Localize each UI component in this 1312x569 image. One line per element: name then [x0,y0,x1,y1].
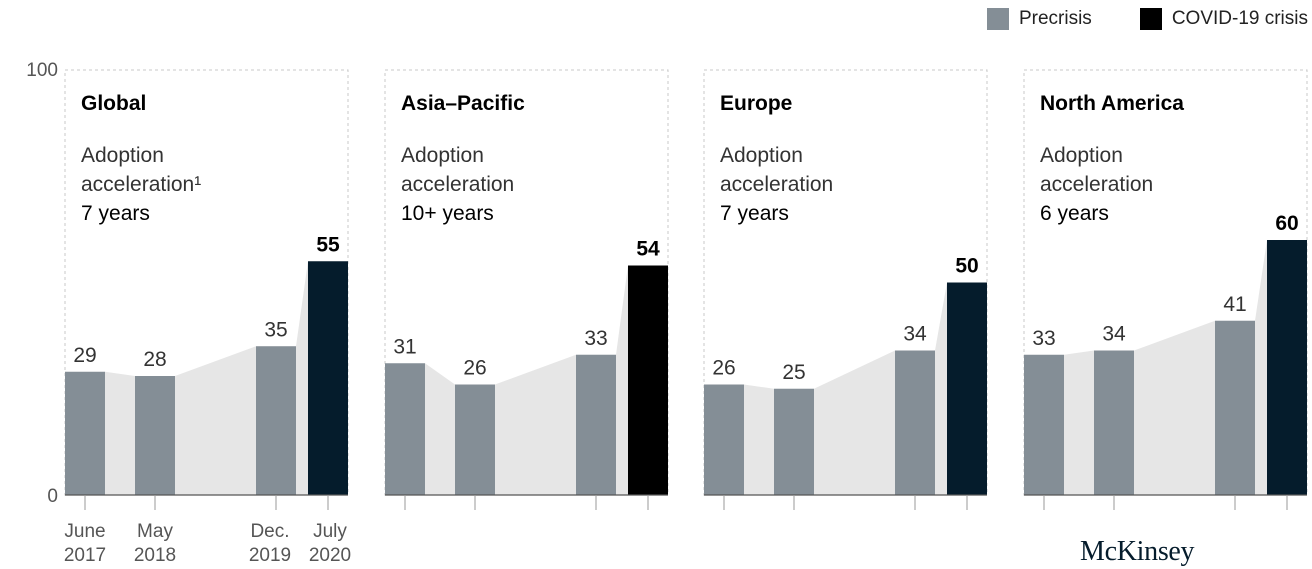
panel-4-highlight: 6 years [1040,202,1109,225]
panel-2-data-label-3: 33 [584,327,607,350]
legend-label-precrisis: Precrisis [1018,8,1092,29]
panel-3-highlight: 7 years [720,202,789,225]
panel-1-highlight: 7 years [81,202,150,225]
panel-1-data-label-1: 29 [73,344,96,367]
panel-1-data-label-3: 35 [264,318,287,341]
x-tick-label-year-1: 2017 [64,545,106,566]
panel-3-data-label-1: 26 [712,357,735,380]
x-tick-label-year-2: 2018 [134,545,176,566]
panel-4-subtitle-line-1: Adoption [1040,144,1123,167]
panel-4-bar-2 [1094,350,1134,495]
panel-2-bar-4 [628,265,668,495]
panel-2-bar-3 [576,354,616,495]
panel-3-data-label-4: 50 [955,255,978,278]
panel-1-data-label-4: 55 [316,233,340,256]
y-tick-label-max: 100 [26,60,58,81]
panel-1-bar-1 [65,371,105,495]
legend: Precrisis COVID-19 crisis [986,8,1308,30]
panel-4-bar-1 [1024,354,1064,495]
x-tick-label-month-4: July [313,521,347,542]
panel-2-data-label-4: 54 [636,238,660,261]
panel-2-title: Asia–Pacific [401,92,525,115]
panel-1-subtitle-line-1: Adoption [81,144,164,167]
panel-4-bar-3 [1215,320,1255,495]
panel-4-data-label-1: 33 [1032,327,1055,350]
x-tick-label-month-1: June [64,521,105,542]
legend-swatch-covid [1139,8,1162,30]
panel-2-highlight: 10+ years [401,202,494,225]
panel-4-title: North America [1040,92,1184,115]
panel-3-bar-2 [774,388,814,495]
panel-3-subtitle-line-1: Adoption [720,144,803,167]
panel-1-title: Global [81,92,146,115]
x-tick-label-year-4: 2020 [309,545,351,566]
panel-2-subtitle-line-2: acceleration [401,173,514,196]
panel-4-data-label-3: 41 [1223,293,1246,316]
panel-3-subtitle-line-2: acceleration [720,173,833,196]
panel-1-bar-4 [308,261,348,495]
legend-item-precrisis: Precrisis [986,8,1092,30]
panel-2-bar-1 [385,363,425,495]
legend-item-covid: COVID-19 crisis [1139,8,1308,30]
panel-1-bar-3 [256,346,296,495]
panel-4-data-label-2: 34 [1102,323,1126,346]
panel-3-title: Europe [720,92,792,115]
panel-2-bar-2 [455,384,495,495]
brand-logo: McKinsey [1080,536,1195,567]
panel-1-subtitle-line-2: acceleration¹ [81,173,201,196]
x-tick-label-month-3: Dec. [250,521,289,542]
panel-3-bar-3 [895,350,935,495]
panel-2-subtitle-line-1: Adoption [401,144,484,167]
x-tick-label-year-3: 2019 [249,545,291,566]
panel-4-subtitle-line-2: acceleration [1040,173,1153,196]
legend-label-covid: COVID-19 crisis [1171,8,1308,29]
panel-4-data-label-4: 60 [1275,212,1298,235]
panel-3-bar-1 [704,384,744,495]
panel-2-data-label-1: 31 [393,335,416,358]
x-tick-label-month-2: May [137,521,173,542]
panel-1-data-label-2: 28 [143,348,166,371]
panel-3-bar-4 [947,282,987,495]
panel-2-data-label-2: 26 [463,357,486,380]
panel-1-bar-2 [135,376,175,495]
y-tick-label-min: 0 [47,486,58,507]
legend-swatch-precrisis [986,8,1009,30]
panel-3-data-label-2: 25 [782,361,805,384]
panel-3-data-label-3: 34 [903,323,927,346]
panel-4-bar-4 [1267,240,1307,495]
